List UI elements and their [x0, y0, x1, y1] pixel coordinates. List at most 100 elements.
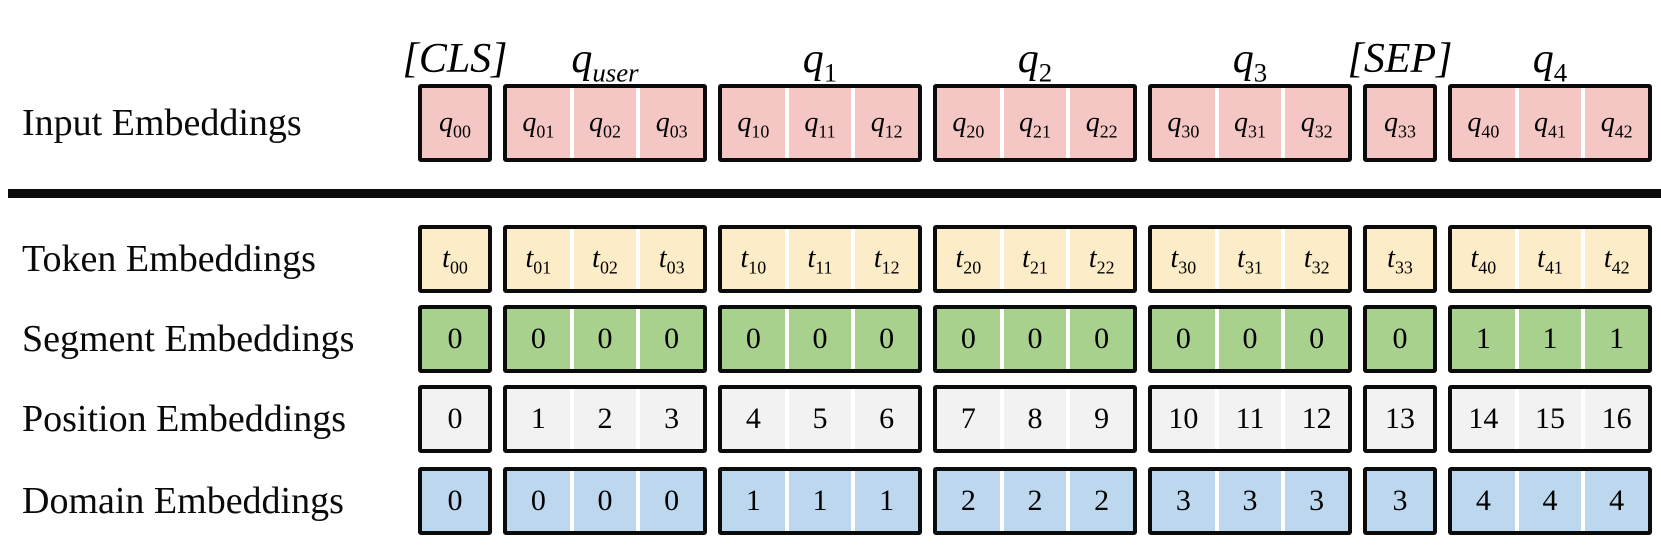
math-base: t: [442, 243, 450, 274]
math-base: t: [955, 243, 964, 274]
cell-text: [SEP]: [1347, 36, 1453, 82]
cell-text: 1: [1475, 322, 1491, 355]
embedding-cell: 4: [722, 389, 785, 449]
group-q1: 0 0 0: [718, 305, 922, 373]
cell-text: 11: [1235, 402, 1265, 435]
cell-text: 0: [597, 322, 613, 355]
math-expression: q30: [1167, 109, 1199, 141]
embedding-cell: t10: [722, 229, 785, 289]
math-subscript: 40: [1481, 121, 1500, 142]
cell-text: 0: [447, 322, 463, 355]
math-base: q: [1019, 107, 1034, 138]
embedding-cell: 9: [1070, 389, 1133, 449]
cell-text: 3: [1309, 484, 1325, 517]
embedding-cell: q22: [1070, 88, 1133, 158]
cell-text: 2: [1094, 484, 1110, 517]
math-base: t: [807, 243, 816, 274]
cell-text: 0: [879, 322, 895, 355]
cell-text: 9: [1094, 402, 1110, 435]
embedding-cell: 4: [1585, 471, 1648, 531]
math-expression: q22: [1085, 107, 1118, 141]
math-subscript: 01: [536, 121, 555, 142]
header-row-spacer: [0, 10, 418, 84]
embedding-cell: 0: [1152, 309, 1215, 369]
math-base: q: [1384, 107, 1399, 138]
group-header-q1: q1: [718, 38, 922, 86]
group-sep: q33: [1363, 84, 1437, 162]
math-subscript: 31: [1244, 257, 1263, 278]
cell-text: 4: [1475, 484, 1491, 517]
math-subscript: 22: [1096, 257, 1115, 278]
group-sep: 3: [1363, 467, 1437, 535]
embedding-cell: 7: [937, 389, 1000, 449]
math-subscript: 11: [818, 121, 836, 142]
embedding-cell: 0: [507, 471, 570, 531]
math-expression: t41: [1537, 243, 1563, 277]
embedding-cell: t12: [855, 229, 918, 289]
math-expression: q20: [952, 109, 984, 141]
math-base: t: [1537, 243, 1545, 274]
embedding-cell: 10: [1152, 389, 1215, 449]
embedding-cell: 1: [1452, 309, 1515, 369]
cell-text: 1: [879, 484, 895, 517]
cell-text: 0: [745, 322, 761, 355]
math-base: q: [1232, 36, 1254, 82]
embedding-cell: q33: [1367, 88, 1433, 158]
math-base: t: [1088, 243, 1097, 274]
math-base: t: [1470, 243, 1479, 274]
math-subscript: 11: [815, 257, 833, 278]
embedding-cell: q40: [1452, 88, 1515, 158]
group-header-q-user: quser: [503, 38, 707, 86]
math-subscript: 02: [603, 121, 621, 142]
math-expression: t22: [1088, 243, 1115, 277]
math-base: t: [525, 243, 534, 274]
math-expression: t40: [1470, 243, 1496, 277]
math-subscript: 22: [1099, 121, 1118, 142]
group-header-q2: q2: [933, 38, 1137, 86]
math-expression: q2: [1018, 38, 1052, 86]
math-base: q: [1085, 107, 1100, 138]
math-base: q: [522, 107, 537, 138]
math-expression: t31: [1237, 245, 1263, 277]
math-subscript: 00: [449, 257, 468, 278]
math-subscript: 32: [1311, 257, 1330, 278]
cell-text: 8: [1027, 402, 1043, 435]
math-subscript: 02: [599, 257, 618, 278]
cell-text: 0: [597, 484, 613, 517]
embedding-cell: 2: [573, 389, 637, 449]
math-subscript: 10: [748, 257, 767, 278]
embedding-cell: 3: [1218, 471, 1282, 531]
math-expression: quser: [571, 38, 638, 86]
embedding-cell: t00: [422, 229, 488, 289]
math-base: t: [740, 243, 749, 274]
embedding-cell: t03: [640, 229, 703, 289]
math-subscript: 20: [966, 121, 985, 142]
math-subscript: 42: [1611, 257, 1630, 278]
math-expression: t00: [442, 243, 468, 277]
math-base: t: [658, 243, 667, 274]
math-base: t: [592, 243, 600, 274]
cell-text: 0: [812, 322, 828, 355]
math-expression: q41: [1534, 109, 1566, 141]
group-cls: 0: [418, 467, 492, 535]
math-subscript: 2: [1038, 57, 1053, 88]
math-base: q: [1300, 107, 1315, 138]
embedding-cell: 2: [1070, 471, 1133, 531]
embedding-cell: t41: [1518, 229, 1582, 289]
cell-text: 13: [1385, 402, 1415, 435]
cell-text: 0: [1094, 322, 1110, 355]
math-expression: q33: [1384, 107, 1416, 141]
